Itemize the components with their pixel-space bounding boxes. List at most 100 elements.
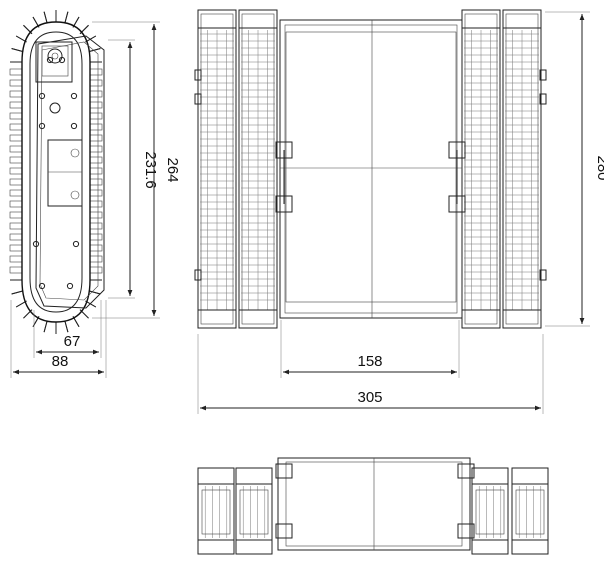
grouser-inner bbox=[11, 290, 24, 295]
grouser bbox=[89, 233, 103, 241]
bolt bbox=[70, 92, 78, 100]
track-bottom-cap bbox=[471, 539, 509, 555]
grouser bbox=[89, 200, 103, 208]
grouser bbox=[89, 211, 103, 219]
grouser bbox=[9, 255, 23, 263]
bolt bbox=[38, 122, 46, 130]
dim-side-height: 264 bbox=[164, 157, 181, 182]
track-outline bbox=[21, 21, 91, 323]
grouser bbox=[9, 68, 23, 76]
side-frame-plate bbox=[35, 35, 105, 309]
grouser-inner bbox=[43, 11, 48, 24]
grouser-inner bbox=[43, 320, 48, 333]
track-end-cap bbox=[461, 9, 501, 29]
track-module bbox=[471, 467, 509, 555]
bolt bbox=[72, 240, 80, 248]
grouser bbox=[89, 101, 103, 109]
grouser-inner bbox=[88, 48, 101, 53]
grouser bbox=[89, 112, 103, 120]
grouser-inner bbox=[88, 290, 101, 295]
track-module bbox=[235, 467, 273, 555]
track-end-cap bbox=[461, 309, 501, 329]
grouser bbox=[9, 134, 23, 142]
grouser bbox=[89, 134, 103, 142]
bolt bbox=[32, 240, 40, 248]
grouser bbox=[89, 266, 103, 274]
grouser bbox=[89, 90, 103, 98]
front-view bbox=[197, 457, 549, 555]
bolt bbox=[46, 56, 54, 64]
side-fitting bbox=[539, 269, 547, 281]
grouser bbox=[9, 244, 23, 252]
grouser-inner bbox=[11, 48, 24, 53]
track-top-cap bbox=[197, 467, 235, 485]
track-end-cap bbox=[238, 309, 278, 329]
track-end-cap bbox=[502, 9, 542, 29]
track-bottom-cap bbox=[511, 539, 549, 555]
track-end-cap bbox=[238, 9, 278, 29]
track-end-cap bbox=[197, 9, 237, 29]
grouser bbox=[9, 112, 23, 120]
track-end-cap bbox=[502, 309, 542, 329]
grouser-inner bbox=[64, 320, 69, 333]
motor-mount bbox=[47, 139, 83, 207]
dim-side-width: 88 bbox=[52, 353, 69, 370]
bolt bbox=[70, 122, 78, 130]
grouser bbox=[9, 123, 23, 131]
grouser bbox=[9, 101, 23, 109]
grouser bbox=[89, 222, 103, 230]
top-view: 280 158 305 bbox=[194, 9, 604, 414]
grouser bbox=[89, 68, 103, 76]
grouser bbox=[9, 233, 23, 241]
chassis-frame bbox=[279, 19, 463, 319]
track-modules bbox=[194, 9, 547, 329]
drive-sprocket bbox=[47, 48, 63, 64]
track-bottom-cap bbox=[235, 539, 273, 555]
track-module bbox=[511, 467, 549, 555]
grouser bbox=[9, 79, 23, 87]
grouser bbox=[9, 178, 23, 186]
dim-top-inner-width: 158 bbox=[357, 353, 382, 370]
grouser bbox=[89, 244, 103, 252]
grouser bbox=[9, 211, 23, 219]
grouser bbox=[89, 189, 103, 197]
drive-housing bbox=[35, 41, 73, 83]
grouser bbox=[89, 255, 103, 263]
tension-wheel bbox=[49, 102, 61, 114]
grouser bbox=[9, 266, 23, 274]
side-fitting bbox=[194, 269, 202, 281]
front-track-modules bbox=[197, 467, 549, 555]
dim-top-width: 305 bbox=[357, 389, 382, 406]
track-end-cap bbox=[197, 309, 237, 329]
bolt bbox=[38, 282, 46, 290]
grouser bbox=[9, 156, 23, 164]
track-top-cap bbox=[235, 467, 273, 485]
grouser bbox=[9, 145, 23, 153]
grouser bbox=[9, 189, 23, 197]
bolt bbox=[38, 92, 46, 100]
bolt bbox=[66, 282, 74, 290]
grouser bbox=[89, 79, 103, 87]
grouser bbox=[9, 200, 23, 208]
grouser bbox=[89, 123, 103, 131]
side-fitting bbox=[539, 69, 547, 81]
frame-bolts bbox=[32, 56, 80, 290]
grouser bbox=[89, 156, 103, 164]
track-top-cap bbox=[511, 467, 549, 485]
side-fitting bbox=[539, 93, 547, 105]
dim-wheelbase: 231.6 bbox=[142, 151, 159, 189]
side-view: 231.6 264 67 88 bbox=[9, 10, 181, 378]
grouser-inner bbox=[64, 11, 69, 24]
grouser bbox=[89, 145, 103, 153]
grouser bbox=[89, 178, 103, 186]
track-module bbox=[197, 467, 235, 555]
grouser bbox=[9, 222, 23, 230]
side-fitting bbox=[194, 69, 202, 81]
dim-inner-width: 67 bbox=[64, 333, 81, 350]
mount-brackets bbox=[275, 141, 466, 213]
track-bottom-cap bbox=[197, 539, 235, 555]
bolt bbox=[58, 56, 66, 64]
side-fitting bbox=[194, 93, 202, 105]
grouser bbox=[89, 167, 103, 175]
